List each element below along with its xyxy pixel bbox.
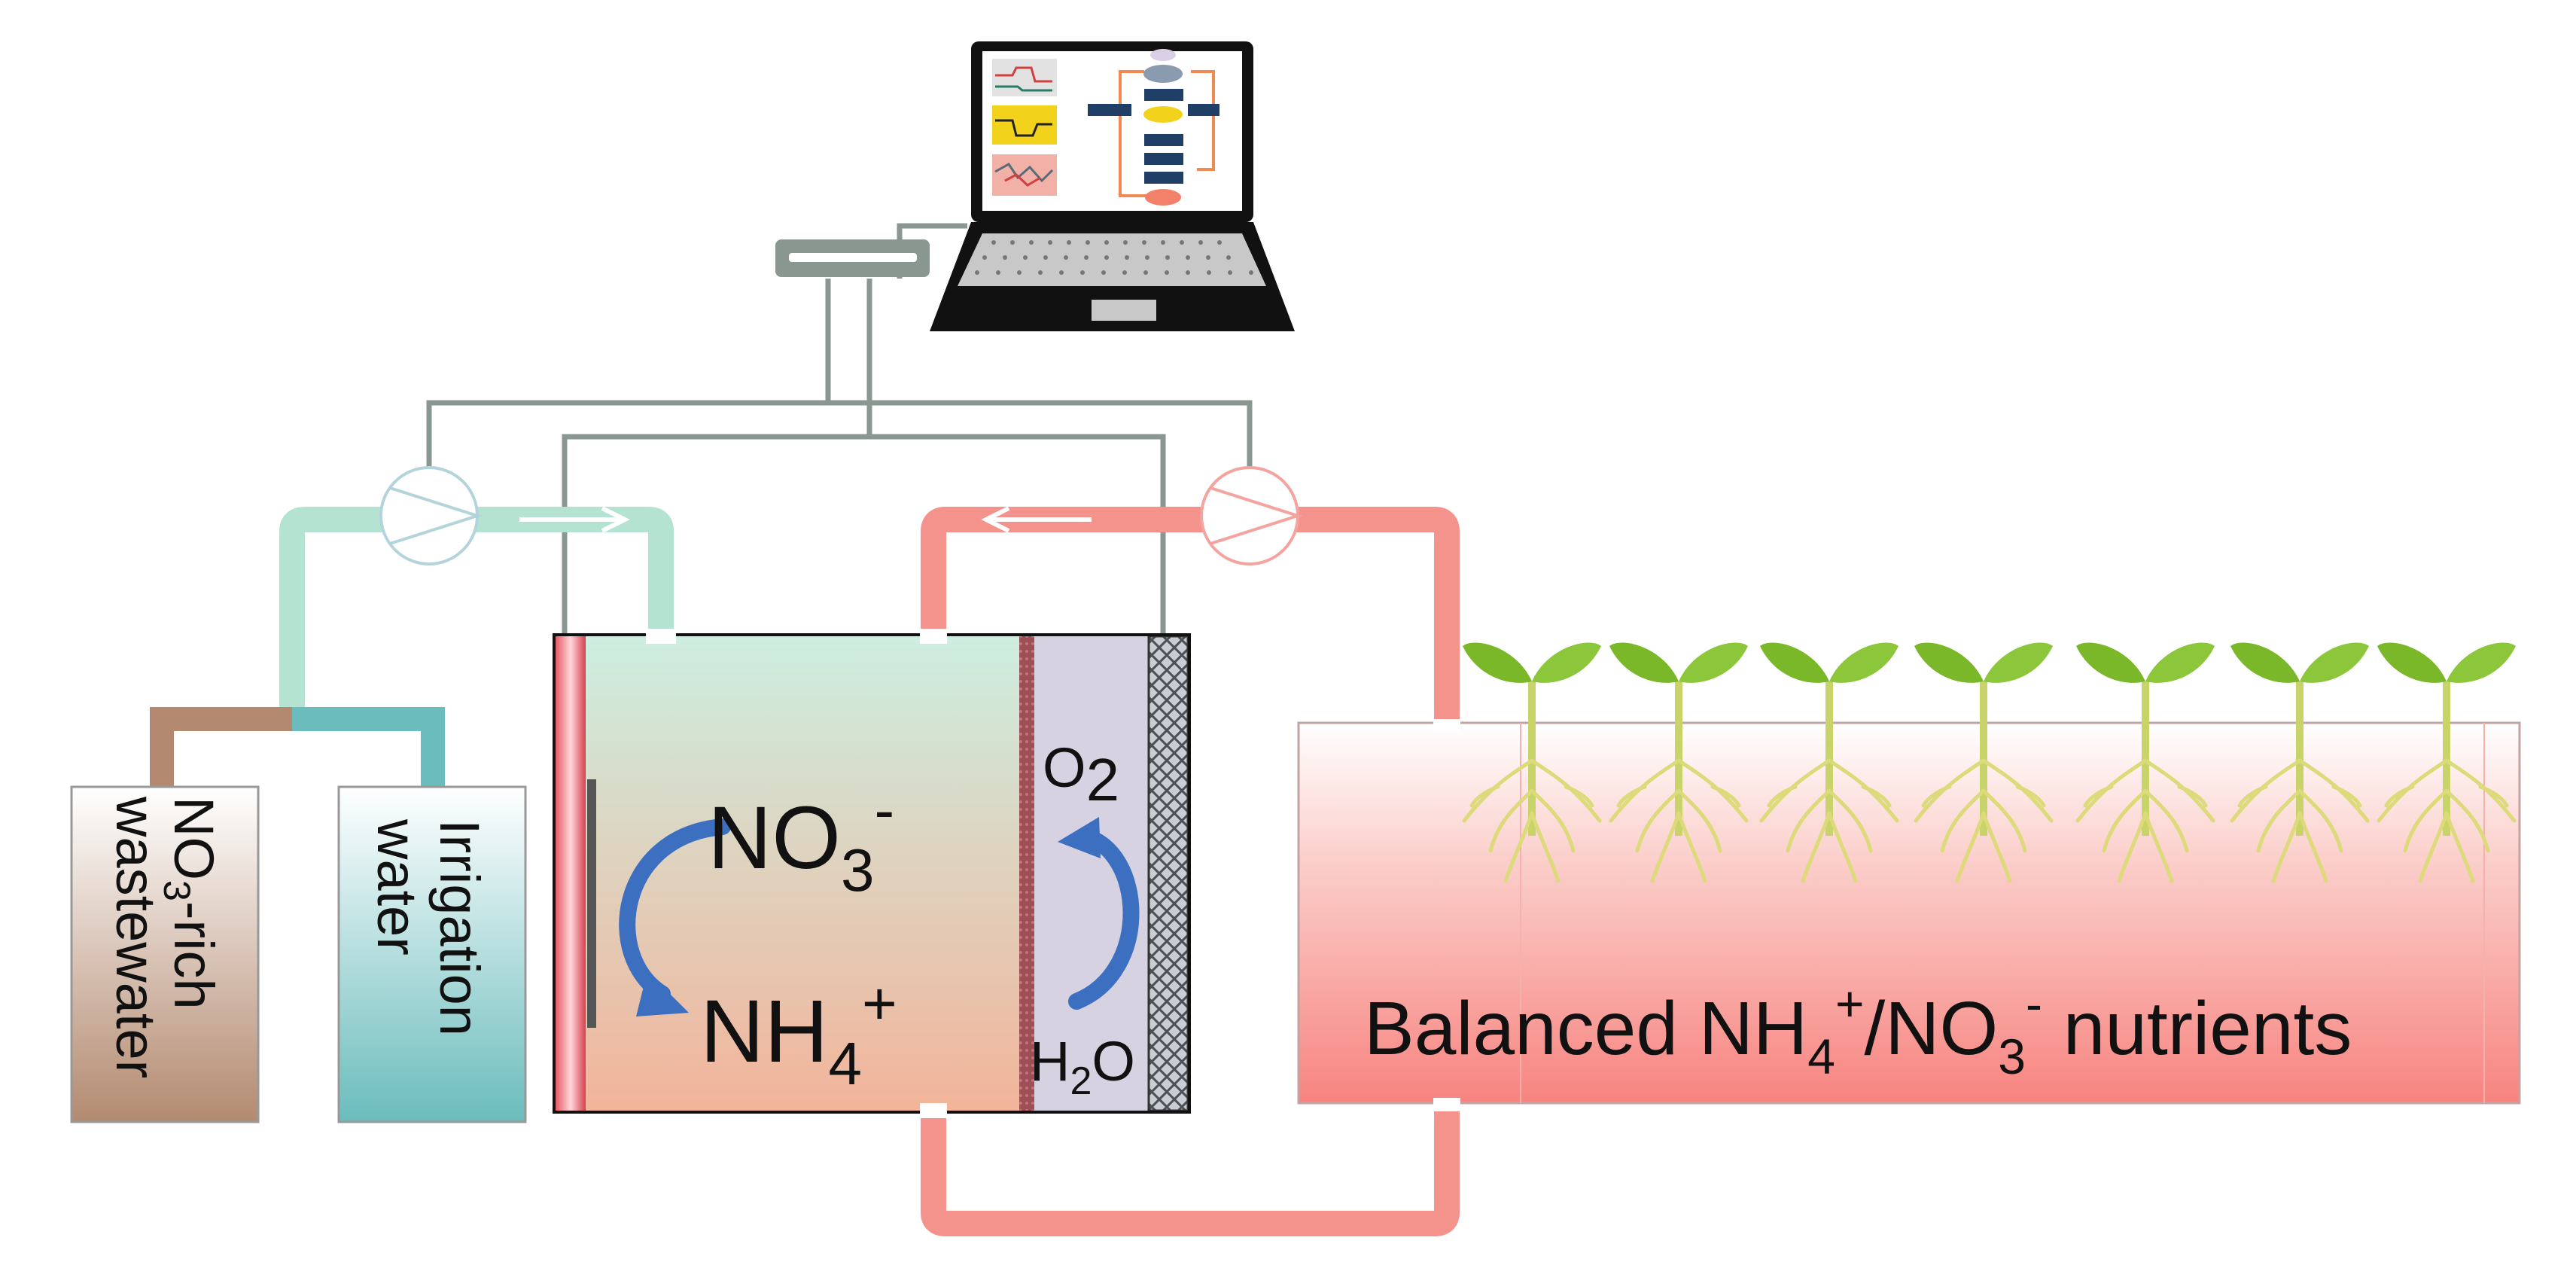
control-wires [426,223,1253,636]
potentiostat-icon [775,239,930,277]
svg-text:water: water [366,818,428,956]
feed-arrow [519,506,630,533]
balanced-nutrients-label: Balanced NH4+/NO3- nutrients [1364,976,2352,1084]
return-arrow [981,506,1092,533]
pump-right-icon [1200,466,1303,565]
wastewater-tank: NO3-rich wastewater [70,785,260,1123]
pump-left-icon [379,466,483,565]
oxygen-label: O2 [1043,736,1119,813]
water-label: H2O [1030,1030,1135,1103]
anode-mesh [1147,635,1189,1112]
nitrate-reduction-arrow [619,818,731,1002]
return-line [921,507,1460,1236]
svg-text:Irrigation: Irrigation [428,819,491,1036]
membrane [1019,636,1034,1111]
water-oxidation-arrowhead [1058,817,1101,858]
feed-branch-irrigation [292,707,445,787]
nitrate-reduction-arrowhead [636,971,689,1016]
feed-branch-wastewater [150,707,292,787]
nitrate-label: NO3- [708,776,894,904]
irrigation-water-tank: Irrigation water [337,785,527,1123]
reference-electrode [587,779,596,1028]
cathode-electrode [556,636,586,1111]
water-oxidation-arrow [1068,828,1140,1010]
reactor-cell [553,629,1191,1118]
laptop-icon [930,41,1295,331]
svg-text:wastewater: wastewater [105,796,167,1078]
ammonium-label: NH4+ [700,970,897,1097]
svg-text:NO3-rich: NO3-rich [156,797,225,1010]
hydroponic-trough [1297,719,2521,1111]
